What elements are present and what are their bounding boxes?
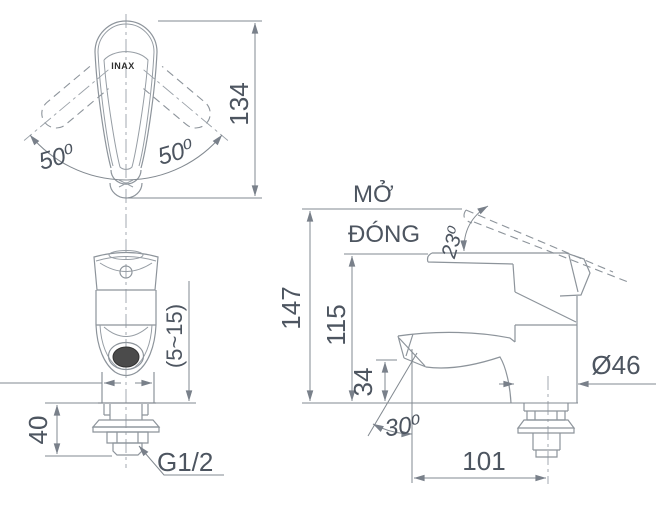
shank-length-label: 40 bbox=[23, 416, 53, 445]
lift-angle-arc bbox=[460, 205, 489, 252]
deck-range-label: (5~15) bbox=[162, 304, 187, 368]
handle-open-dashed bbox=[463, 209, 629, 283]
aerator bbox=[112, 346, 140, 368]
lift-angle-label: 23⁰ bbox=[437, 223, 468, 261]
spout-reach-label: 101 bbox=[462, 446, 505, 476]
open-label: MỞ bbox=[353, 179, 394, 208]
stream-angle-arc bbox=[372, 423, 413, 438]
front-view: (5~15) 40 G1/2 bbox=[0, 250, 224, 477]
outlet-height-label: 34 bbox=[348, 368, 378, 397]
closed-label: ĐÓNG bbox=[348, 221, 420, 248]
spout-top-height-label: 115 bbox=[321, 304, 351, 345]
handle-plan-outline bbox=[94, 20, 158, 199]
brand-logo: INAX bbox=[111, 61, 135, 71]
base-diameter-label: Ø46 bbox=[591, 350, 640, 380]
handle-open-left-dashed bbox=[23, 65, 109, 141]
swing-angle-left-label: 50⁰ bbox=[36, 140, 79, 176]
swing-angle-arc bbox=[29, 134, 223, 181]
side-body-outline bbox=[397, 252, 591, 458]
total-height-label: 147 bbox=[276, 286, 306, 329]
thread-leader-line bbox=[138, 445, 224, 476]
side-view: MỞ ĐÓNG 23⁰ 147 115 34 30⁰ Ø46 101 bbox=[276, 179, 656, 484]
handle-length-extension-lines bbox=[128, 20, 262, 199]
thread-size-label: G1/2 bbox=[157, 447, 213, 477]
handle-length-label: 134 bbox=[224, 82, 254, 125]
top-view: INAX 50⁰ 50⁰ 134 bbox=[23, 14, 262, 468]
stream-angle-label: 30⁰ bbox=[383, 411, 423, 443]
handle-open-right-dashed bbox=[143, 65, 229, 141]
swing-angle-right-label: 50⁰ bbox=[155, 135, 198, 171]
stream-angle-ray bbox=[367, 352, 418, 437]
